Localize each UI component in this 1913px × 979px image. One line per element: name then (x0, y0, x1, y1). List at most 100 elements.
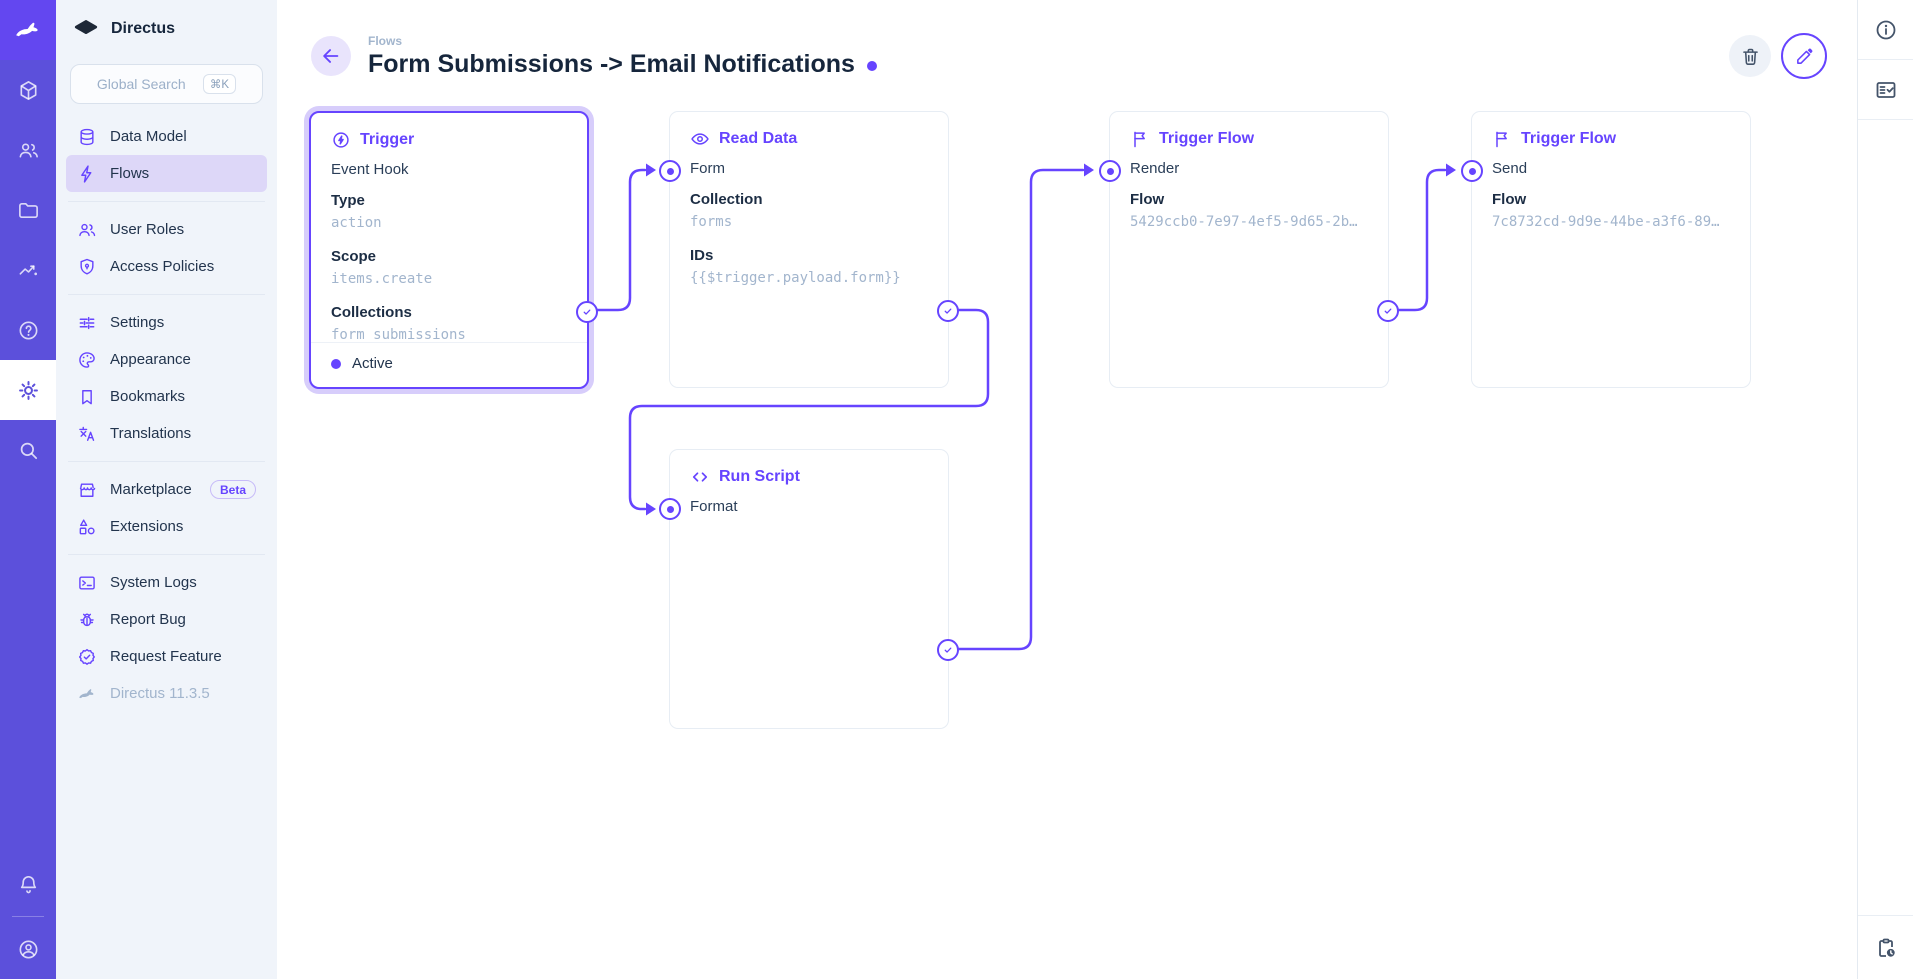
nav-divider (68, 554, 265, 555)
status-dot (331, 358, 341, 369)
right-sidebar (1857, 0, 1913, 979)
connection-line (587, 168, 647, 312)
node-field: Type action (331, 192, 382, 231)
attachment-resolve[interactable] (576, 301, 598, 323)
directus-rabbit-icon (77, 684, 97, 704)
storefront-icon (77, 480, 97, 500)
sidebar-item-label: Settings (110, 314, 165, 331)
sidebar-info-button[interactable] (1858, 0, 1913, 60)
module-help[interactable] (0, 300, 56, 360)
global-search-input[interactable] (96, 76, 193, 92)
eye-icon (690, 129, 710, 149)
project-header: Directus (56, 0, 277, 58)
sidebar-item-label: Data Model (110, 128, 187, 145)
sidebar-item-label: User Roles (110, 221, 185, 238)
sidebar-item-user-roles[interactable]: User Roles (66, 211, 267, 248)
flow-node-run-script[interactable]: Run Script Format (659, 449, 959, 729)
node-header: Trigger Flow (1110, 112, 1388, 149)
module-bar-bottom (0, 854, 56, 979)
flag-icon (1130, 129, 1150, 149)
nav-divider (68, 201, 265, 202)
account-circle-icon (17, 938, 40, 961)
sidebar-item-bookmarks[interactable]: Bookmarks (66, 378, 267, 415)
node-header: Read Data (670, 112, 948, 149)
connection-line (1387, 168, 1447, 312)
flag-icon (1492, 129, 1512, 149)
notifications-button[interactable] (0, 854, 56, 914)
node-name: Send (1492, 160, 1528, 177)
breadcrumb[interactable]: Flows (368, 33, 403, 48)
sidebar-item-access-policies[interactable]: Access Policies (66, 248, 267, 285)
module-content[interactable] (0, 60, 56, 120)
attachment-input[interactable] (1099, 160, 1121, 182)
flow-active-dot (866, 61, 877, 71)
flow-node-trigger-flow-send[interactable]: Trigger Flow Send Flow 7c8732cd-9d9e-44b… (1461, 111, 1751, 388)
flow-node-read-data[interactable]: Read Data Form Collection forms IDs {{$t… (659, 111, 959, 388)
page-title: Form Submissions -> Email Notifications (368, 49, 877, 79)
sidebar-item-settings[interactable]: Settings (66, 304, 267, 341)
attachment-resolve[interactable] (1377, 300, 1399, 322)
connection-line (947, 168, 1085, 651)
fact-check-icon (1874, 78, 1898, 102)
node-name: Format (690, 498, 738, 515)
sidebar-item-label: Request Feature (110, 648, 222, 665)
attachment-input[interactable] (659, 498, 681, 520)
node-header: Trigger Flow (1472, 112, 1750, 149)
node-header: Run Script (670, 450, 948, 487)
sidebar-item-system-logs[interactable]: System Logs (66, 564, 267, 601)
sidebar-item-data-model[interactable]: Data Model (66, 118, 267, 155)
sidebar-item-label: Report Bug (110, 611, 186, 628)
project-name: Directus (111, 20, 176, 37)
node-field: IDs {{$trigger.payload.form}} (690, 247, 901, 286)
beta-badge: Beta (209, 480, 256, 499)
bookmark-icon (77, 387, 97, 407)
sidebar-item-appearance[interactable]: Appearance (66, 341, 267, 378)
sidebar-item-flows[interactable]: Flows (66, 155, 267, 192)
flow-node-trigger-flow-render[interactable]: Trigger Flow Render Flow 5429ccb0-7e97-4… (1099, 111, 1399, 388)
sidebar-item-label: Flows (110, 165, 150, 182)
directus-rabbit-icon (13, 15, 43, 45)
module-file-library[interactable] (0, 180, 56, 240)
box-icon (17, 79, 40, 102)
edit-flow-button[interactable] (1781, 33, 1827, 79)
sidebar-item-translations[interactable]: Translations (66, 415, 267, 452)
module-settings[interactable] (0, 360, 56, 420)
node-type-label: Run Script (719, 468, 800, 485)
global-search[interactable]: ⌘K (70, 64, 263, 104)
translate-icon (77, 424, 97, 444)
code-icon (690, 467, 710, 487)
module-search[interactable] (0, 420, 56, 480)
page-header: Flows Form Submissions -> Email Notifica… (277, 0, 1857, 96)
node-field: Flow 5429ccb0-7e97-4ef5-9d65-2b… (1130, 191, 1358, 230)
delete-flow-button[interactable] (1729, 35, 1771, 77)
bug-icon (77, 610, 97, 630)
module-user-directory[interactable] (0, 120, 56, 180)
back-button[interactable] (311, 36, 351, 76)
sidebar-item-label: Bookmarks (110, 388, 186, 405)
nav-list: Data Model Flows User Roles Access Polic… (56, 116, 277, 714)
people-icon (17, 139, 40, 162)
shield-lock-icon (77, 257, 97, 277)
bolt-circle-icon (331, 130, 351, 150)
account-button[interactable] (0, 919, 56, 979)
clipboard-clock-icon (1874, 936, 1898, 960)
sidebar-item-request-feature[interactable]: Request Feature (66, 638, 267, 675)
attachment-resolve[interactable] (937, 300, 959, 322)
sidebar-revisions-button[interactable] (1858, 915, 1913, 979)
directus-logo-tile[interactable] (0, 0, 56, 60)
sidebar-item-marketplace[interactable]: Marketplace Beta (66, 471, 267, 508)
flow-node-trigger[interactable]: Trigger Event Hook Type action Scope ite… (309, 111, 598, 389)
sidebar-activity-button[interactable] (1858, 60, 1913, 120)
module-insights[interactable] (0, 240, 56, 300)
flow-canvas[interactable]: Trigger Event Hook Type action Scope ite… (277, 0, 1857, 979)
attachment-input[interactable] (659, 160, 681, 182)
node-field: Collection forms (690, 191, 763, 230)
main-area: Trigger Event Hook Type action Scope ite… (277, 0, 1857, 979)
sidebar-item-extensions[interactable]: Extensions (66, 508, 267, 545)
folder-icon (17, 199, 40, 222)
attachment-input[interactable] (1461, 160, 1483, 182)
attachment-resolve[interactable] (937, 639, 959, 661)
sidebar-item-label: Appearance (110, 351, 191, 368)
sidebar-item-report-bug[interactable]: Report Bug (66, 601, 267, 638)
info-icon (1874, 18, 1898, 42)
